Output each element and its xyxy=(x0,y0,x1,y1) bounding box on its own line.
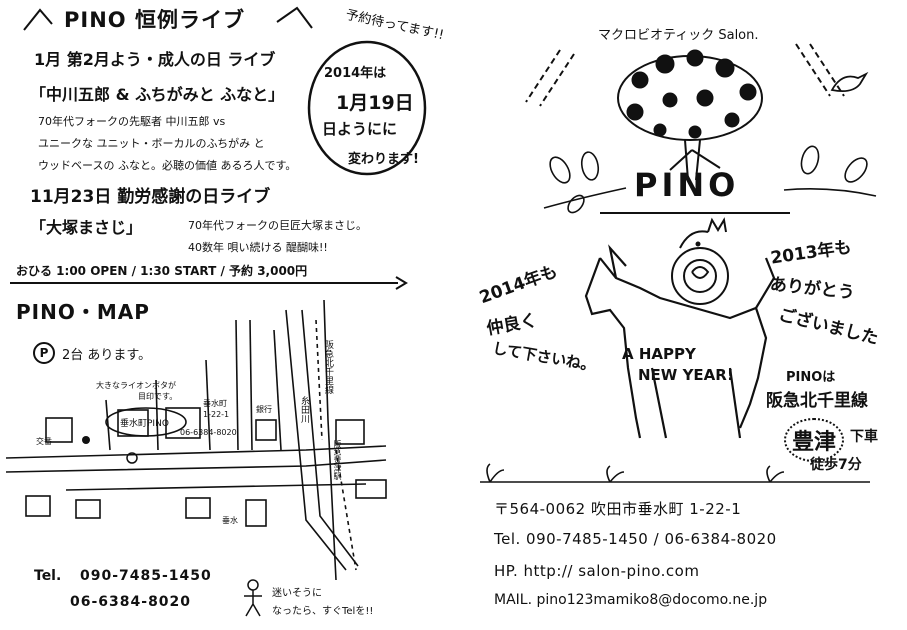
email-link[interactable]: MAIL. pino123mamiko8@docomo.ne.jp xyxy=(494,592,768,608)
horse-illustration-icon xyxy=(584,217,776,439)
map-police-label: 交番 xyxy=(36,437,52,446)
event2-desc-line2: 40数年 唄い続ける 醍醐味!! xyxy=(188,241,328,254)
title-pennant-icon xyxy=(23,6,313,31)
tree-illustration-icon xyxy=(617,49,763,181)
access-get-off: 下車 xyxy=(850,429,878,445)
map-river-label: 糸田川 xyxy=(299,396,309,423)
map-bank-label: 銀行 xyxy=(256,405,272,414)
leaf-branch-right-icon xyxy=(783,145,877,197)
new-year-line1: A HAPPY xyxy=(622,345,696,363)
homepage-link[interactable]: HP. http:// salon-pino.com xyxy=(494,562,700,580)
contact-tel2[interactable]: 06-6384-8020 xyxy=(70,594,192,610)
map-shop-label: 垂水町PINO xyxy=(120,419,169,429)
live-title: PINO 恒例ライブ xyxy=(64,8,245,32)
event1-desc-line3: ウッドベースの ふなと。必聴の価値 あるろ人です。 xyxy=(38,159,297,172)
date-change-note: 変わります! xyxy=(348,152,419,167)
brand-title: PINO xyxy=(634,166,740,204)
map-title: PINO・MAP xyxy=(16,300,150,324)
access-line: 阪急北千里線 xyxy=(766,391,868,411)
parking-text: 2台 あります。 xyxy=(62,348,152,363)
leaf-branch-left-icon xyxy=(543,151,627,214)
date-change-day: 日ようにに xyxy=(322,120,398,138)
date-change-year: 2014年は xyxy=(324,66,387,81)
event1-desc-line2: ユニークな ユニット・ボーカルのふちがみ と xyxy=(38,137,265,150)
map-lane-label: 垂水 xyxy=(222,516,238,525)
map-address-line1: 垂水町 xyxy=(203,399,227,408)
event2-performer: 「大塚まさじ」 xyxy=(30,218,143,237)
brand-underline xyxy=(600,212,790,214)
event1-desc-line1: 70年代フォークの先駆者 中川五郎 vs xyxy=(38,115,226,128)
event1-performers: 「中川五郎 & ふちがみと ふなと」 xyxy=(30,85,285,104)
contact-tel1[interactable]: 090-7485-1450 xyxy=(80,568,212,584)
event2-desc-line1: 70年代フォークの巨匠大塚まさじ。 xyxy=(188,219,367,232)
right-tel[interactable]: Tel. 090-7485-1450 / 06-6384-8020 xyxy=(494,530,777,548)
new-year-line2: NEW YEAR! xyxy=(638,366,734,384)
hand-drawn-map-icon xyxy=(5,299,387,581)
arrow-icon xyxy=(395,276,408,290)
map-address-line2: 1-22-1 xyxy=(203,410,230,419)
map-landmark-line1: 大きなライオンボタが xyxy=(96,381,176,390)
date-balloon-icon xyxy=(307,40,427,176)
event1-heading: 1月 第2月よう・成人の日 ライブ xyxy=(34,50,276,69)
schedule-text: おひる 1:00 OPEN / 1:30 START / 予約 3,000円 xyxy=(16,264,308,278)
event2-heading: 11月23日 勤労感謝の日ライブ xyxy=(30,187,271,207)
bird-icon xyxy=(830,71,869,93)
greeting-left-line2: 仲良く xyxy=(485,310,539,340)
contact-tel-label: Tel. xyxy=(34,568,62,584)
map-landmark-line2: 目印です。 xyxy=(138,392,178,401)
lost-note-line1: 迷いそうに xyxy=(272,588,322,599)
salon-subtitle: マクロビオティック Salon. xyxy=(598,28,759,43)
schedule-underline xyxy=(10,282,398,284)
stick-figure-icon xyxy=(244,579,262,617)
decorative-dashes-left-icon xyxy=(525,49,575,107)
greeting-left-line1: 2014年も xyxy=(476,261,561,309)
postal-address: 〒564-0062 吹田市垂水町 1-22-1 xyxy=(494,500,742,518)
map-tel-small: 06-6384-8020 xyxy=(180,428,237,437)
date-change-date: 1月19日 xyxy=(336,92,414,114)
map-station-label: 阪急豊津駅 xyxy=(333,440,342,480)
page-divider xyxy=(458,0,460,630)
access-walk: 徒歩7分 xyxy=(810,457,862,473)
parking-icon: P xyxy=(33,342,55,364)
map-line-label: 阪急北千里線 xyxy=(323,340,333,394)
access-station: 豊津 xyxy=(784,418,845,462)
access-pino: PINOは xyxy=(786,370,836,385)
lost-note-line2: なったら、すぐTelを!! xyxy=(272,606,374,617)
grass-sprouts-icon xyxy=(480,463,870,483)
